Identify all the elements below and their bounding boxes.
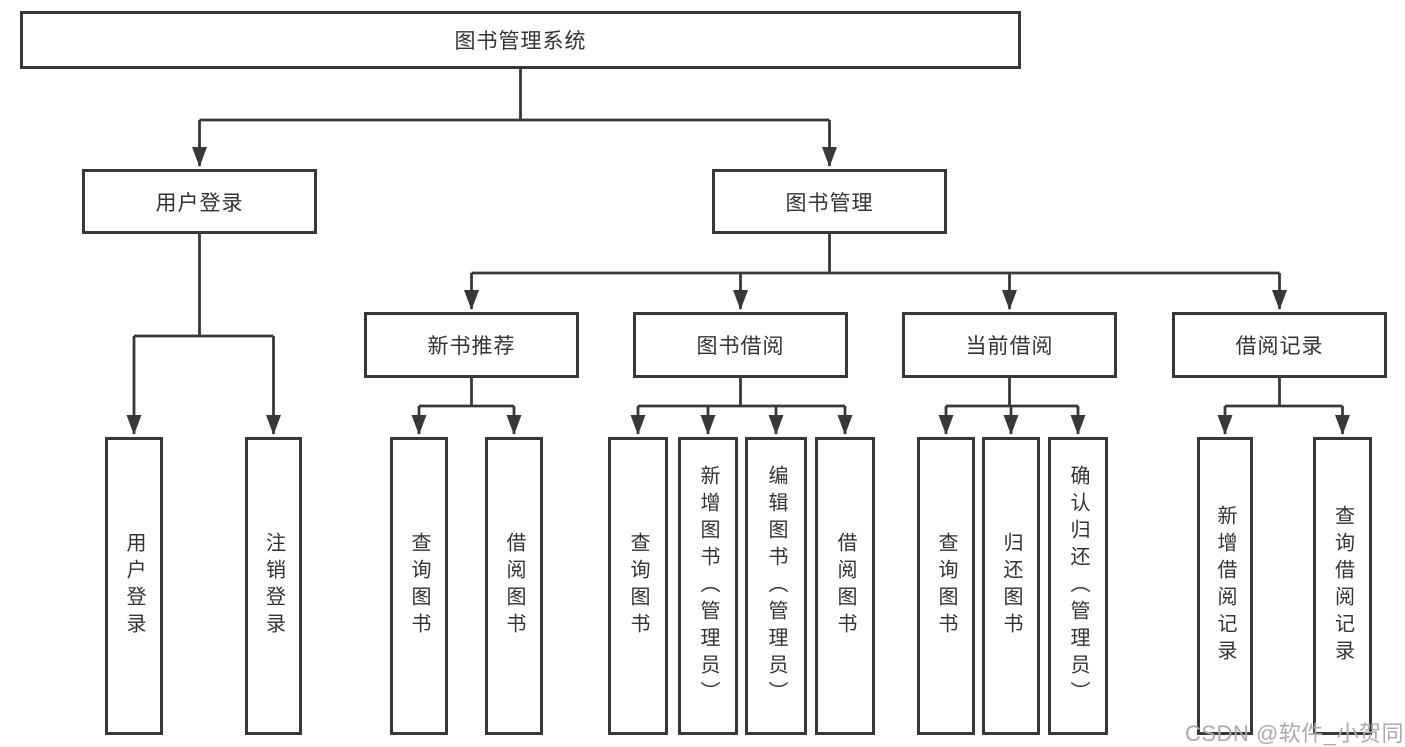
leaf-query-borrow-record-label: 查询借阅记录 <box>1331 505 1354 667</box>
leaf-return-books: 归还图书 <box>982 437 1040 735</box>
leaf-query-books-borrow: 查询图书 <box>608 437 668 735</box>
leaf-user-login: 用户登录 <box>105 437 163 735</box>
leaf-add-borrow-record-label: 新增借阅记录 <box>1214 505 1236 667</box>
leaf-edit-book-admin: 编辑图书（管理员） <box>745 437 807 735</box>
leaf-confirm-return-admin: 确认归还（管理员） <box>1048 437 1108 735</box>
leaf-add-book-admin: 新增图书（管理员） <box>678 437 738 735</box>
leaf-borrow-books-label: 借阅图书 <box>834 532 856 640</box>
node-new-book-recommend: 新书推荐 <box>364 312 579 378</box>
leaf-confirm-return-admin-label: 确认归还（管理员） <box>1067 464 1089 708</box>
leaf-return-books-label: 归还图书 <box>1000 532 1022 640</box>
watermark: CSDN @软件_小贺同学 <box>1185 721 1405 746</box>
node-book-management: 图书管理 <box>712 169 947 234</box>
leaf-borrow-books-recommend: 借阅图书 <box>485 437 543 735</box>
leaf-borrow-books: 借阅图书 <box>815 437 875 735</box>
node-book-borrow: 图书借阅 <box>633 312 848 378</box>
node-user-login: 用户登录 <box>82 169 317 234</box>
leaf-query-borrow-record: 查询借阅记录 <box>1313 437 1372 735</box>
leaf-query-books-current: 查询图书 <box>917 437 975 735</box>
node-current-borrow: 当前借阅 <box>902 312 1117 378</box>
leaf-query-books-recommend: 查询图书 <box>390 437 448 735</box>
leaf-query-books-current-label: 查询图书 <box>935 532 957 640</box>
leaf-add-book-admin-label: 新增图书（管理员） <box>697 464 719 708</box>
leaf-query-books-recommend-label: 查询图书 <box>408 532 430 640</box>
leaf-edit-book-admin-label: 编辑图书（管理员） <box>765 464 787 708</box>
leaf-logout-label: 注销登录 <box>262 532 285 640</box>
node-root: 图书管理系统 <box>20 11 1021 69</box>
leaf-user-login-label: 用户登录 <box>123 532 145 640</box>
leaf-add-borrow-record: 新增借阅记录 <box>1197 437 1253 735</box>
leaf-query-books-borrow-label: 查询图书 <box>627 532 649 640</box>
leaf-borrow-books-recommend-label: 借阅图书 <box>503 532 525 640</box>
leaf-logout: 注销登录 <box>245 437 302 735</box>
node-borrow-records: 借阅记录 <box>1172 312 1387 378</box>
